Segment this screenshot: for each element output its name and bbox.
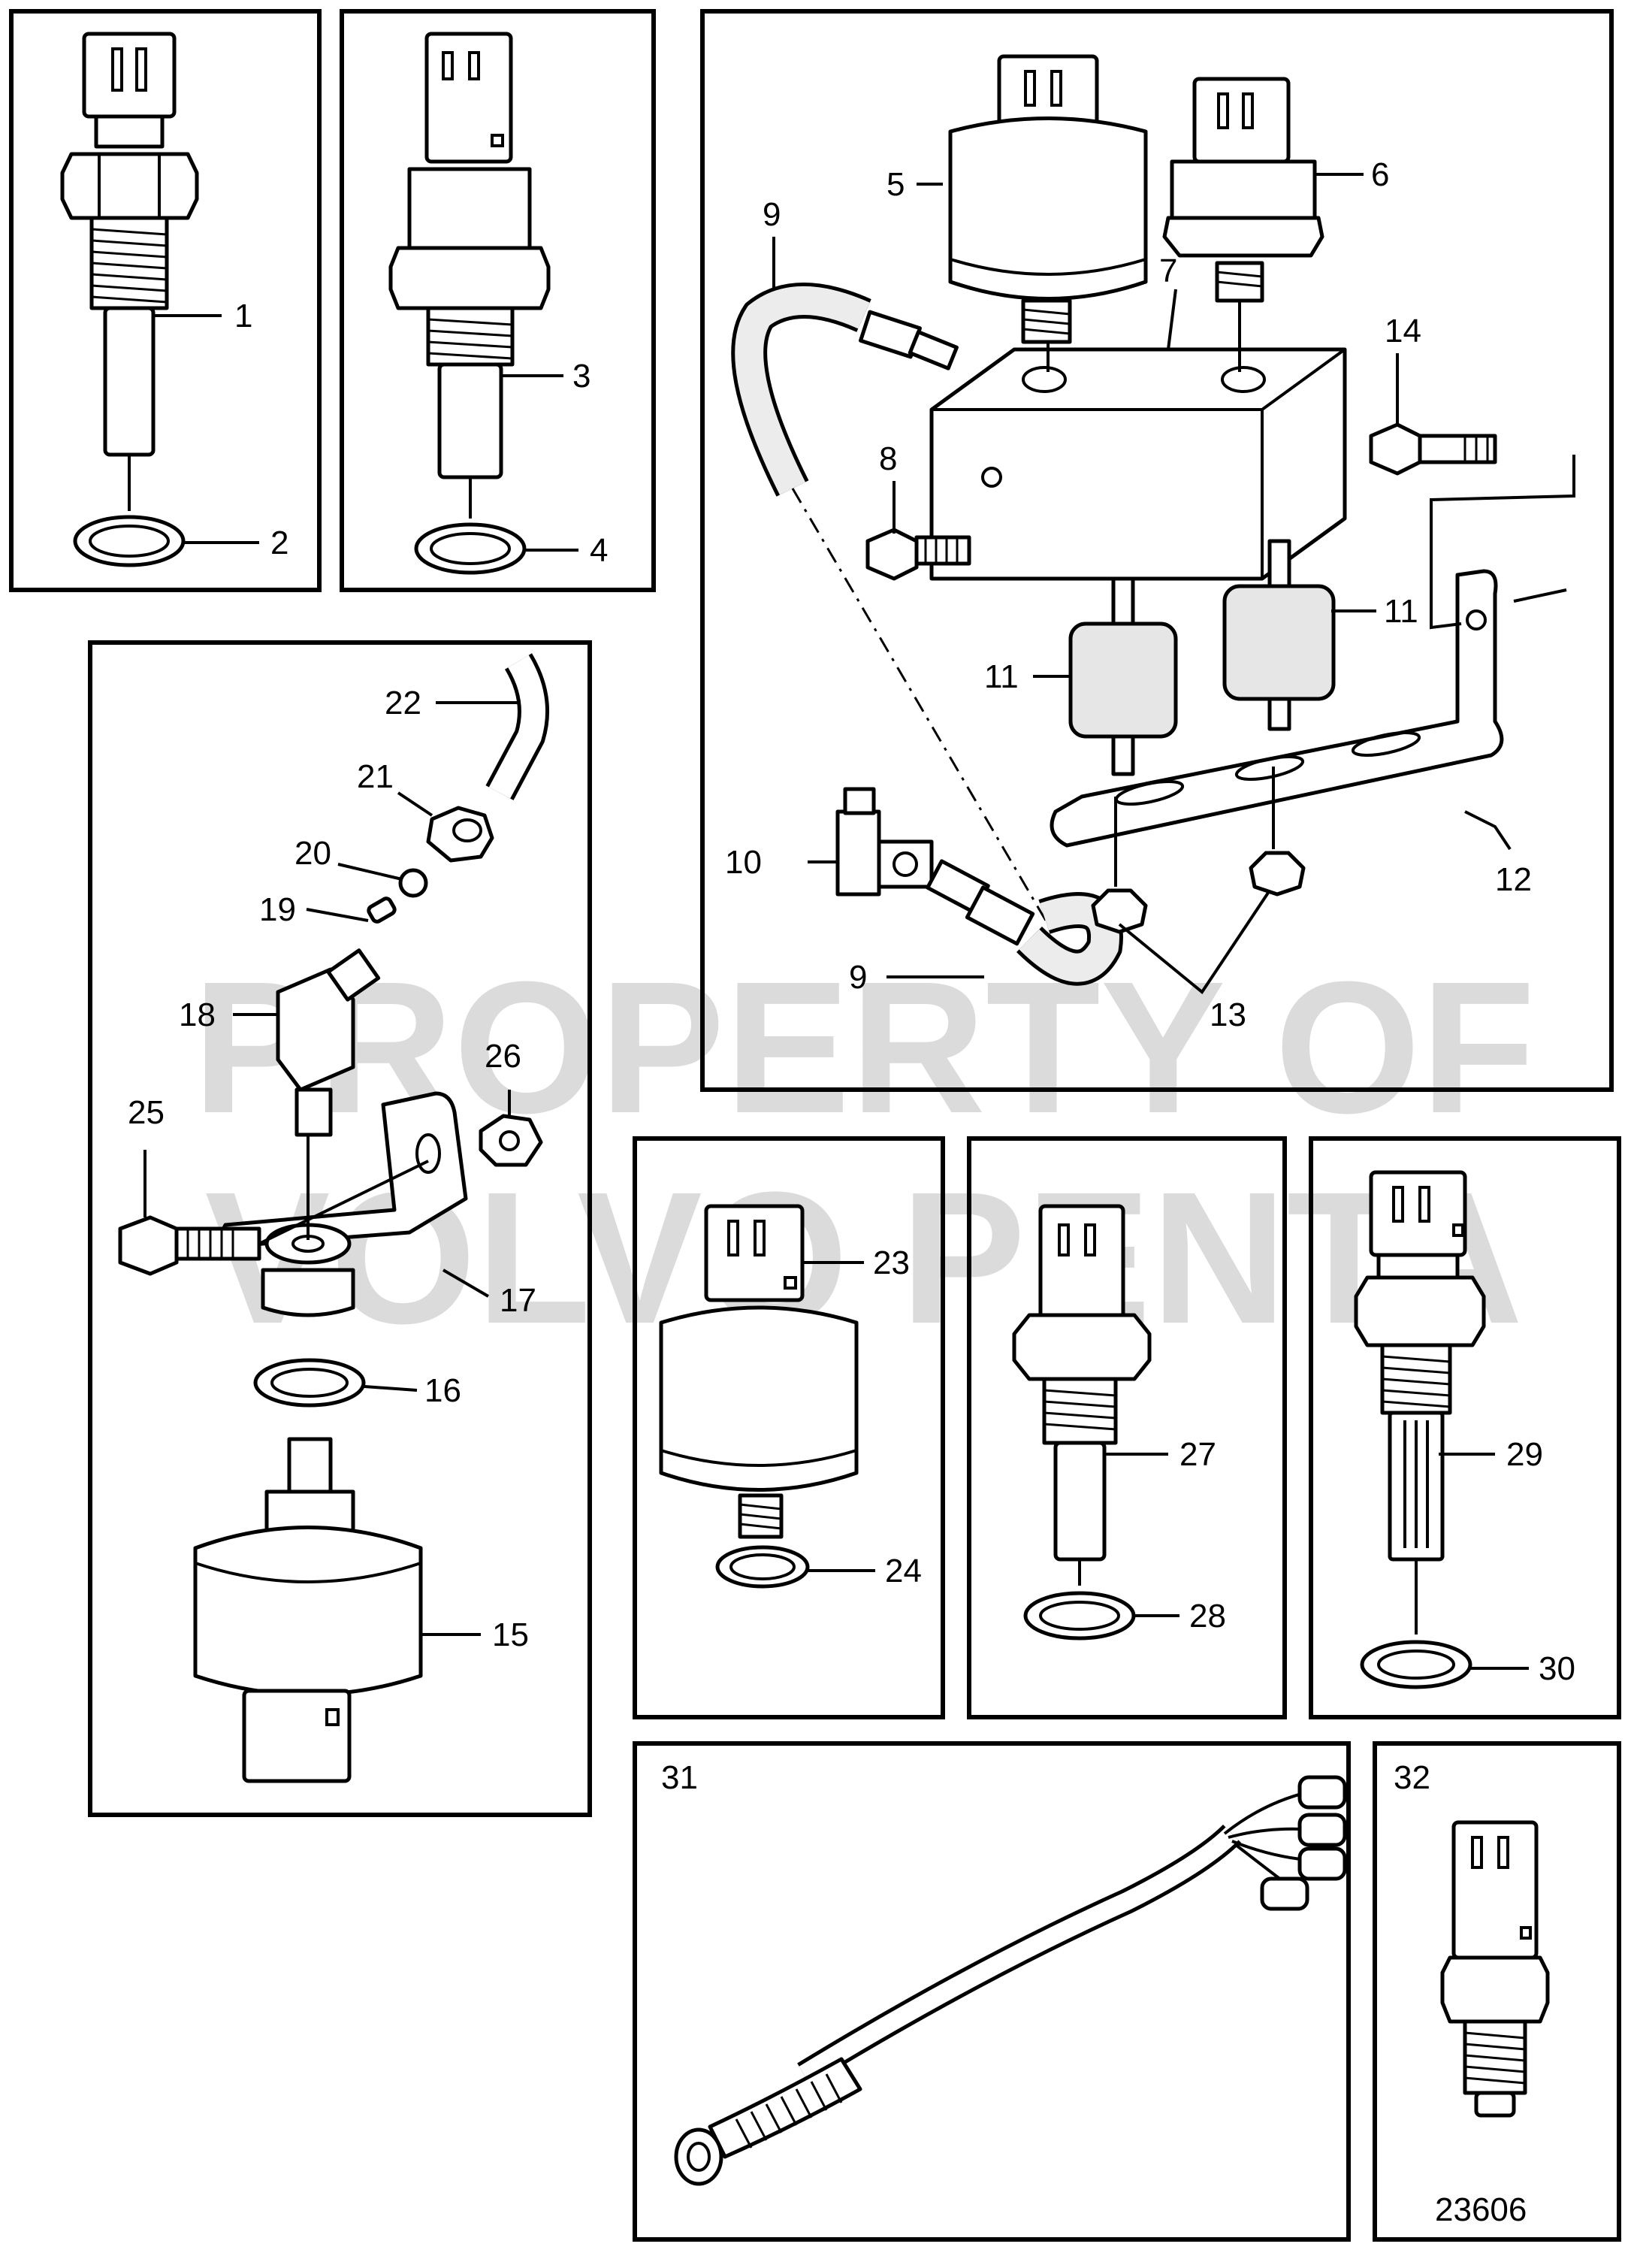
hose-9-lower xyxy=(926,859,1123,986)
panel-sensor-15 xyxy=(88,640,592,1817)
temperature-sensor-27 xyxy=(1012,1204,1152,1641)
callout-5: 5 xyxy=(886,166,905,203)
panel-sensor-23 xyxy=(633,1136,945,1719)
panel-sensor-32 xyxy=(1373,1741,1621,2242)
temperature-sensor-32 xyxy=(1440,1820,1550,2118)
panel-pressure-block xyxy=(700,9,1614,1092)
callout-12: 12 xyxy=(1495,861,1532,898)
cable-harness-31 xyxy=(674,1775,1347,2186)
callout-11-right: 11 xyxy=(1384,593,1418,630)
leader-lines xyxy=(143,173,1529,1670)
callout-10: 10 xyxy=(725,844,762,881)
washer-16 xyxy=(253,1358,366,1408)
panel-sensor-27 xyxy=(967,1136,1287,1719)
callout-13: 13 xyxy=(1210,996,1246,1033)
callout-16: 16 xyxy=(424,1372,461,1409)
callout-8: 8 xyxy=(879,440,897,477)
callout-17: 17 xyxy=(500,1282,536,1319)
pressure-sensor-15 xyxy=(193,1437,423,1783)
callout-29: 29 xyxy=(1506,1436,1543,1473)
elbow-fitting-10 xyxy=(835,787,934,897)
callout-32: 32 xyxy=(1394,1759,1430,1796)
level-sensor-29 xyxy=(1354,1170,1486,1689)
callout-30: 30 xyxy=(1539,1650,1575,1687)
screw-14 xyxy=(1369,422,1497,476)
callout-24: 24 xyxy=(885,1553,922,1589)
nut-26 xyxy=(479,1114,543,1167)
olive-20 xyxy=(398,868,428,898)
panel-sensor-29 xyxy=(1309,1136,1621,1719)
callout-11-left: 11 xyxy=(984,658,1019,695)
callout-26: 26 xyxy=(485,1038,521,1075)
callout-14: 14 xyxy=(1385,313,1421,349)
pressure-switch-6 xyxy=(1162,77,1324,303)
callout-22: 22 xyxy=(385,685,421,721)
hose-9-upper xyxy=(731,283,1050,925)
panel-cable-31 xyxy=(633,1741,1351,2242)
panel-sensor-1 xyxy=(9,9,322,592)
nut-21 xyxy=(426,806,494,863)
sensor-block-7 xyxy=(929,301,1347,581)
elbow-fitting-18 xyxy=(276,948,381,1137)
callout-6: 6 xyxy=(1371,156,1389,193)
rubber-mount-11-left xyxy=(1068,576,1178,776)
bracket-12 xyxy=(1050,455,1575,848)
pressure-sensor-5 xyxy=(948,54,1148,344)
panel-sensor-3 xyxy=(340,9,656,592)
drawing-number: 23606 xyxy=(1435,2191,1527,2228)
callout-15: 15 xyxy=(492,1616,529,1653)
callout-4: 4 xyxy=(590,532,608,569)
callout-27: 27 xyxy=(1179,1436,1216,1473)
nuts-13 xyxy=(1091,767,1306,934)
callout-7: 7 xyxy=(1159,253,1177,289)
rubber-mount-11-right xyxy=(1222,539,1336,731)
callout-3: 3 xyxy=(572,358,590,395)
callout-labels: 1 2 3 4 5 6 7 8 9 9 10 11 11 12 13 14 15… xyxy=(128,156,1575,1796)
callout-25: 25 xyxy=(128,1094,165,1131)
callout-23: 23 xyxy=(873,1244,910,1281)
callout-9-lower: 9 xyxy=(849,959,867,996)
callout-1: 1 xyxy=(234,298,252,334)
pressure-sensor-23 xyxy=(659,1204,859,1589)
callout-9-upper: 9 xyxy=(763,196,781,233)
callout-31: 31 xyxy=(661,1759,698,1796)
callout-21: 21 xyxy=(357,758,394,795)
insert-19 xyxy=(367,897,397,924)
callout-2: 2 xyxy=(270,525,288,561)
temperature-sensor-1 xyxy=(60,32,199,567)
bracket-17 xyxy=(212,1091,468,1317)
callout-19: 19 xyxy=(259,891,296,928)
callout-28: 28 xyxy=(1189,1598,1226,1634)
temperature-sensor-3 xyxy=(388,32,551,575)
bolt-25 xyxy=(118,1160,429,1276)
callout-18: 18 xyxy=(179,996,216,1033)
callout-20: 20 xyxy=(294,835,331,872)
hose-22 xyxy=(485,653,549,800)
